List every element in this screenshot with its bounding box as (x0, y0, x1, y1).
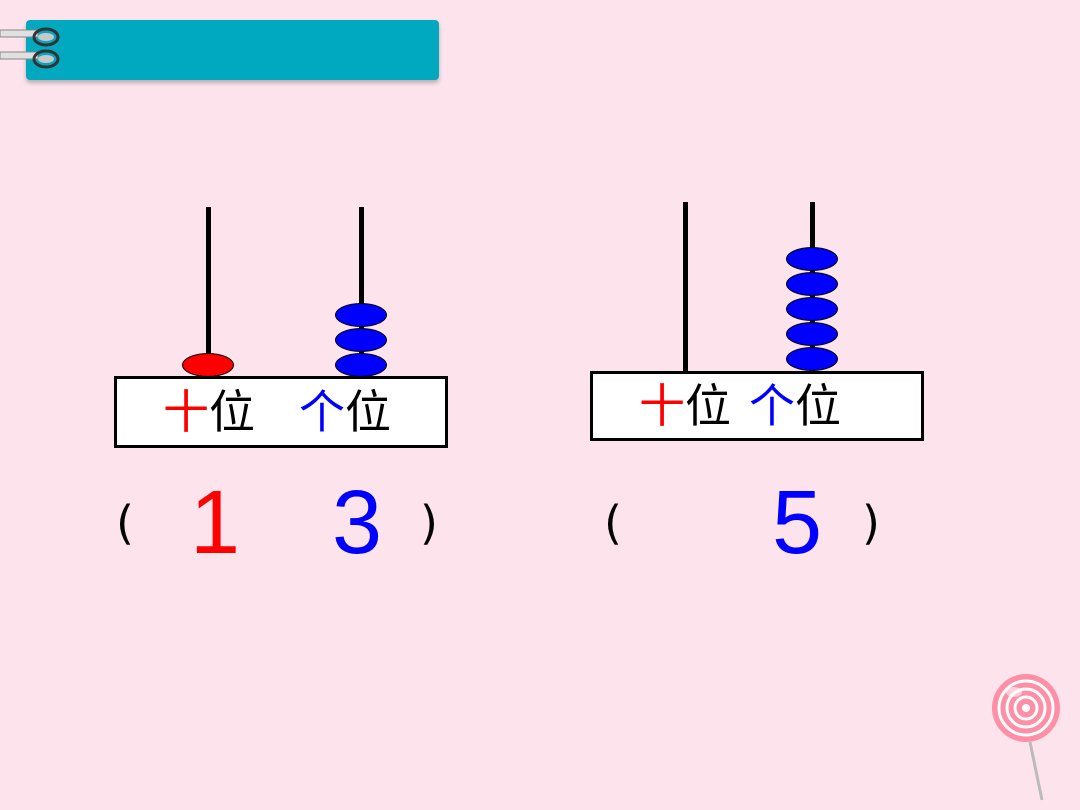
answer-close-paren: ) (420, 496, 438, 550)
title-bar (26, 20, 439, 80)
answer-open-paren: ( (604, 496, 622, 550)
lollipop-icon (992, 674, 1060, 801)
answer-close-paren: ) (862, 496, 880, 550)
answer-tens-digit: 1 (190, 473, 241, 573)
ones-suffix: 位 (345, 385, 391, 439)
tens-rod (206, 207, 211, 375)
ones-label: 个 (299, 385, 345, 439)
ones-suffix: 位 (795, 379, 841, 433)
answer-ones-digit: 5 (772, 473, 823, 573)
abacus-bead (786, 272, 838, 296)
tens-label: 十 (163, 385, 209, 439)
tens-rod (683, 202, 688, 372)
ones-label: 个 (749, 379, 795, 433)
place-value-label-box: 十 位 个 位 (590, 371, 924, 441)
abacus-bead (335, 353, 387, 377)
abacus-bead (335, 328, 387, 352)
tens-suffix: 位 (685, 379, 731, 433)
ones-rod (359, 207, 364, 375)
abacus-bead (335, 303, 387, 327)
binder-rings-icon (0, 27, 60, 69)
answer-ones-digit: 3 (332, 473, 383, 573)
tens-suffix: 位 (209, 385, 255, 439)
abacus-bead (786, 247, 838, 271)
abacus-bead (786, 347, 838, 371)
place-value-label-box: 十 位 个 位 (114, 376, 448, 448)
abacus-bead (182, 353, 234, 377)
abacus-bead (786, 297, 838, 321)
tens-label: 十 (639, 379, 685, 433)
answer-open-paren: ( (116, 496, 134, 550)
abacus-bead (786, 322, 838, 346)
